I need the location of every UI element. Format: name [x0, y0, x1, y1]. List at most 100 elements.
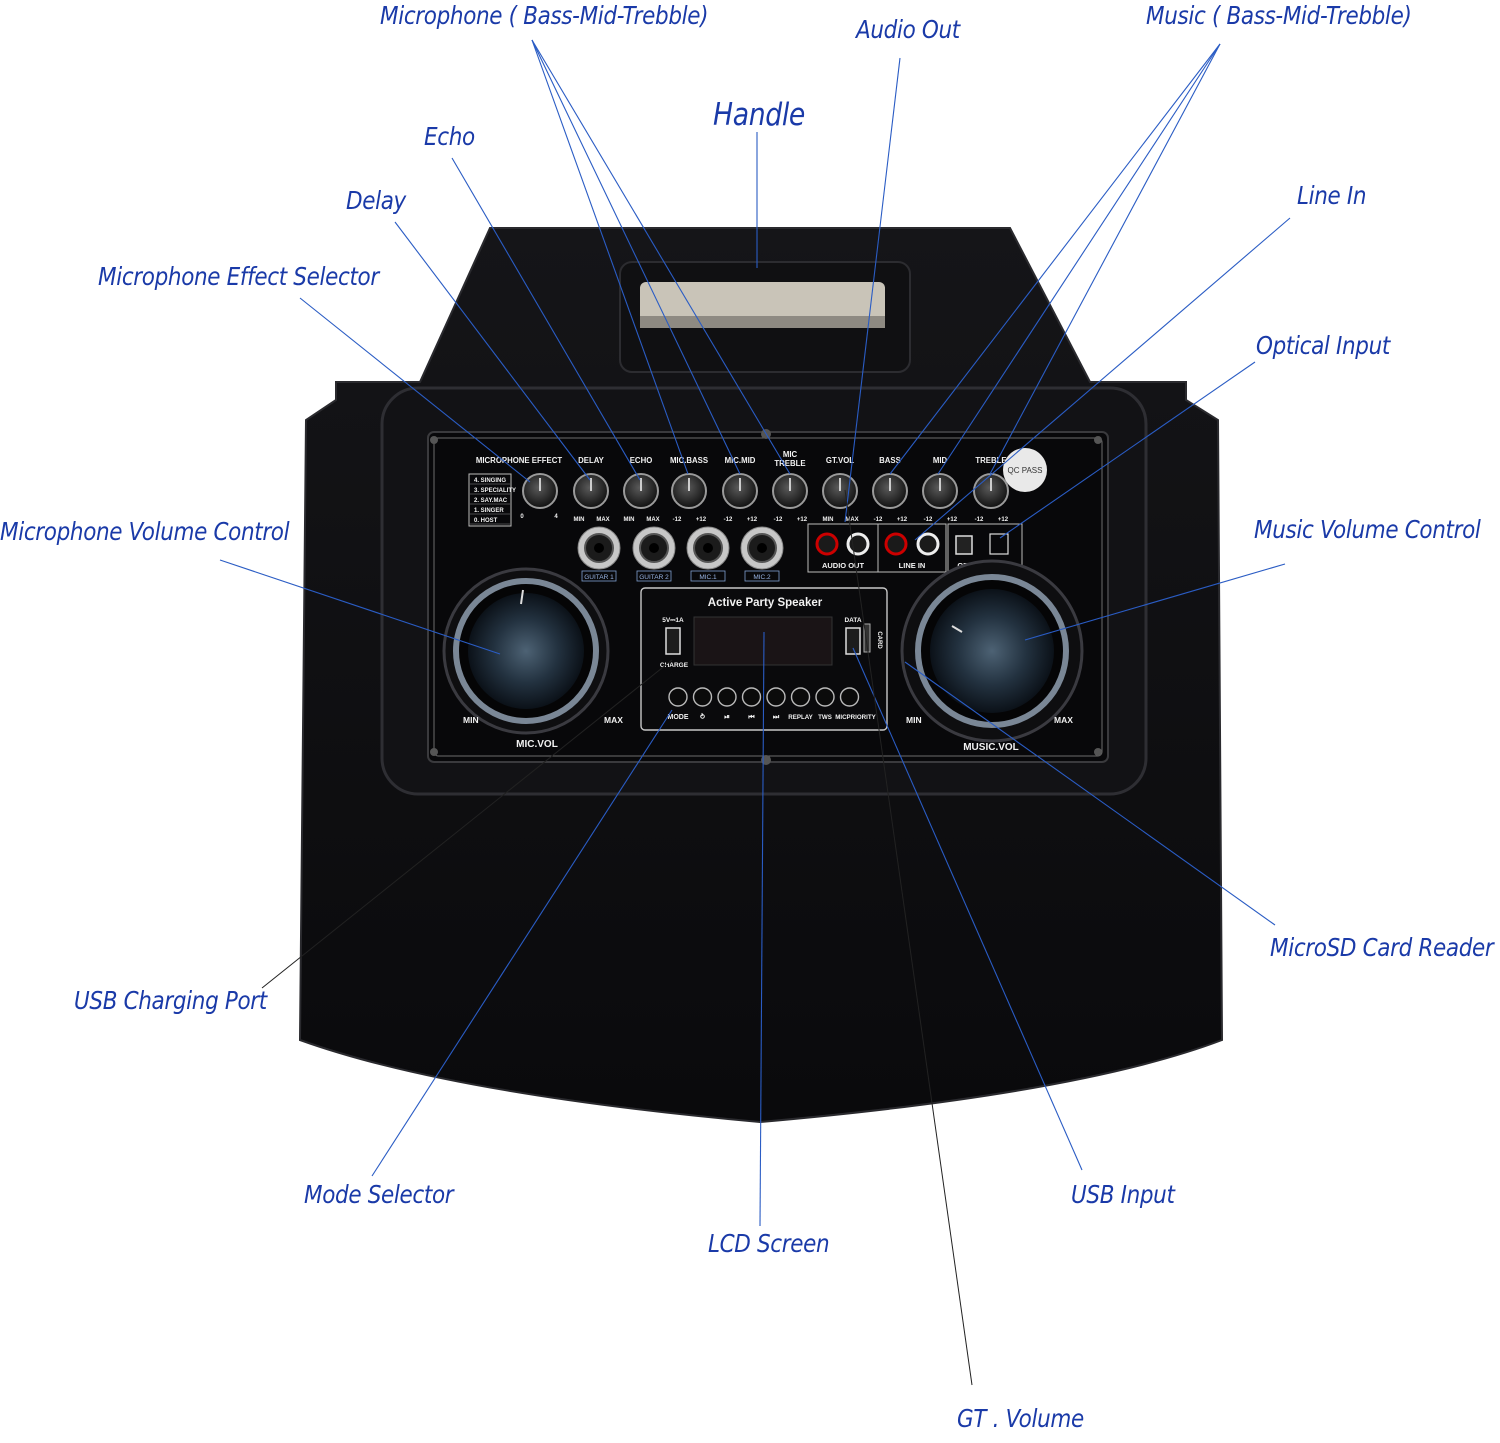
- handle[interactable]: [619, 261, 911, 373]
- button-micpriority[interactable]: MICPRIORITY: [835, 687, 877, 721]
- button-label: ⏭: [773, 714, 780, 721]
- data-label: DATA: [844, 617, 861, 624]
- knob-mid[interactable]: MID-12+12: [922, 456, 958, 523]
- callout-delay: Delay: [346, 186, 406, 215]
- button-icon-2[interactable]: ⏯: [717, 687, 737, 721]
- usb-charging-port[interactable]: [665, 627, 681, 655]
- button-label: REPLAY: [788, 714, 813, 721]
- mic-vol-label: MIC.VOL: [516, 739, 558, 750]
- button-label: ⏮: [748, 714, 755, 721]
- button-icon-3[interactable]: ⏮: [741, 687, 762, 721]
- callout-mic-volume: Microphone Volume Control: [0, 517, 290, 546]
- music-volume-knob[interactable]: MIN MAX MUSIC.VOL: [900, 559, 1084, 753]
- leader-lines: [219, 39, 1291, 1386]
- callout-mode-selector: Mode Selector: [304, 1180, 454, 1209]
- knob-min-label: -12: [724, 517, 733, 523]
- callout-line-in: Line In: [1297, 181, 1367, 210]
- mic-vol-max: MAX: [604, 715, 623, 725]
- panel-screw: [761, 755, 771, 765]
- knob-max-label: 4: [554, 514, 558, 520]
- knob-max-label: +12: [797, 517, 808, 523]
- button-label: TWS: [818, 714, 832, 721]
- callout-music-eq: Music ( Bass-Mid-Trebble): [1146, 1, 1412, 30]
- qc-pass-text: QC PASS: [1008, 466, 1043, 475]
- effect-item: 0. HOST: [474, 518, 498, 524]
- jack-label: GUITAR 1: [584, 574, 614, 581]
- knob-min-label: -12: [924, 517, 933, 523]
- knob-max-label: +12: [998, 517, 1009, 523]
- knob-label: DELAY: [578, 456, 605, 465]
- line-in-port[interactable]: LINE IN: [877, 523, 947, 573]
- button-tws[interactable]: TWS: [815, 687, 835, 721]
- button-label: ⥁: [700, 712, 705, 721]
- charge-label: CHARGE: [660, 662, 689, 669]
- callout-gt-volume: GT . Volume: [957, 1404, 1084, 1433]
- knob-min-label: -12: [874, 517, 883, 523]
- button-mode[interactable]: MODE: [668, 687, 689, 721]
- usb-input-port[interactable]: [845, 627, 861, 655]
- callout-mic-eq: Microphone ( Bass-Mid-Trebble): [380, 1, 709, 30]
- callout-audio-out: Audio Out: [856, 15, 960, 44]
- knob-label: BASS: [879, 456, 901, 465]
- effect-list-box: [468, 473, 512, 527]
- callout-usb-input: USB Input: [1071, 1180, 1175, 1209]
- button-icon-1[interactable]: ⥁: [692, 687, 713, 721]
- button-label: ⏯: [724, 714, 730, 721]
- jack-label: GUITAR 2: [639, 574, 669, 581]
- panel-screw: [1094, 748, 1102, 756]
- panel-screw: [430, 748, 438, 756]
- callout-optical: Optical Input: [1256, 331, 1390, 360]
- button-icon-4[interactable]: ⏭: [766, 687, 786, 721]
- knob-label: GT.VOL: [826, 456, 854, 465]
- jack-guitar-2[interactable]: GUITAR 2: [632, 526, 676, 582]
- callout-usb-charging: USB Charging Port: [74, 986, 267, 1015]
- button-label: MICPRIORITY: [835, 714, 876, 721]
- jack-row: GUITAR 1 GUITAR 2 MIC.1 MIC.2: [577, 526, 784, 582]
- knob-label: MIC.MID: [725, 456, 756, 465]
- knob-min-label: -12: [774, 517, 783, 523]
- knob-label: MICROPHONE EFFECT: [476, 456, 562, 465]
- knob-max-label: MAX: [646, 517, 659, 523]
- knob-max-label: +12: [696, 517, 707, 523]
- knob-max-label: +12: [947, 517, 958, 523]
- music-vol-min: MIN: [906, 715, 922, 725]
- module-title: Active Party Speaker: [708, 597, 823, 609]
- button-replay[interactable]: REPLAY: [788, 687, 814, 721]
- microsd-slot[interactable]: [863, 623, 871, 653]
- callout-mic-effect: Microphone Effect Selector: [98, 262, 379, 291]
- mic-volume-knob[interactable]: MIN MAX MIC.VOL: [442, 567, 623, 750]
- line-in-label: LINE IN: [899, 561, 926, 570]
- knob-bass[interactable]: BASS -12 +12: [872, 456, 908, 523]
- music-vol-max: MAX: [1054, 715, 1073, 725]
- jack-label: MIC.1: [699, 574, 717, 581]
- effect-item: 1. SINGER: [474, 508, 504, 514]
- knob-min-label: MIN: [624, 517, 635, 523]
- callout-echo: Echo: [424, 122, 475, 151]
- jack-mic-2[interactable]: MIC.2: [740, 526, 784, 582]
- mic-vol-min: MIN: [463, 715, 479, 725]
- knob-max-label: +12: [897, 517, 908, 523]
- panel-screw: [1094, 436, 1102, 444]
- jack-guitar-1[interactable]: GUITAR 1: [577, 526, 621, 582]
- audio-out-label: AUDIO OUT: [822, 561, 865, 570]
- knob-min-label: MIN: [823, 517, 834, 523]
- knob-mic-bass[interactable]: MIC.BASS -12 +12: [670, 456, 708, 523]
- effect-item: 2. SAY.MAC: [474, 498, 508, 504]
- knob-label: MIC.BASS: [670, 456, 708, 465]
- callout-microsd: MicroSD Card Reader: [1270, 933, 1494, 962]
- qc-pass-badge: QC PASS: [1003, 448, 1047, 492]
- knob-mic-mid[interactable]: MIC.MID-12+12: [722, 456, 758, 523]
- knob-min-label: -12: [673, 517, 682, 523]
- jack-mic-1[interactable]: MIC.1: [686, 526, 730, 582]
- knob-min-label: -12: [975, 517, 984, 523]
- knob-label: TREBLE: [975, 456, 1006, 465]
